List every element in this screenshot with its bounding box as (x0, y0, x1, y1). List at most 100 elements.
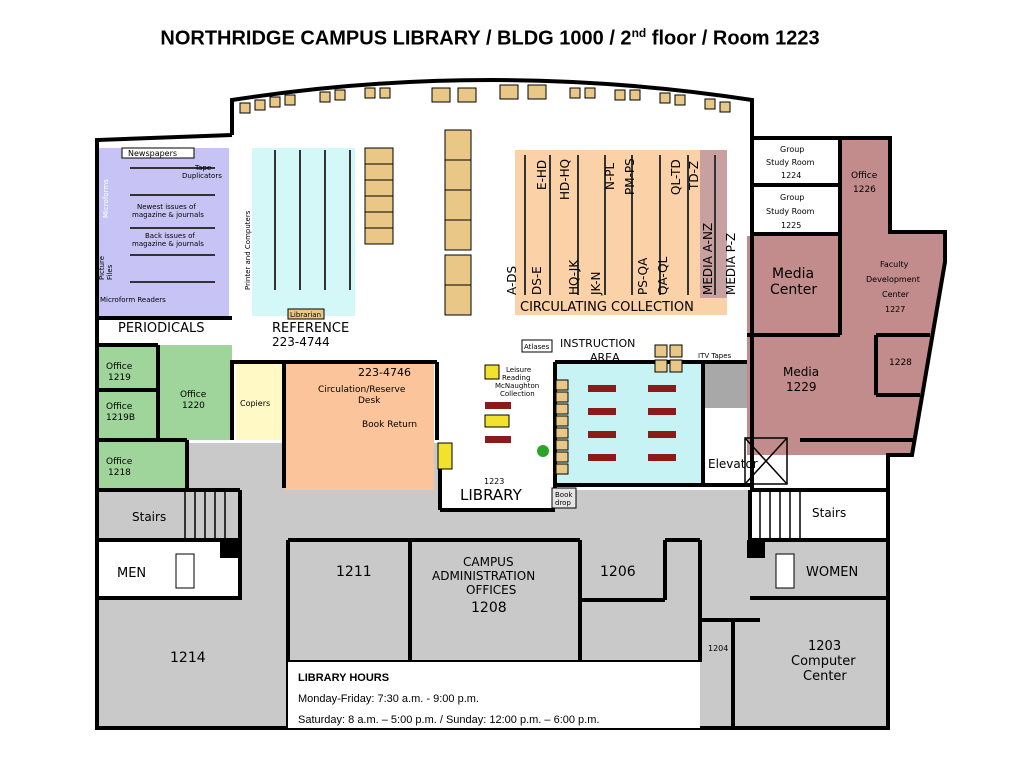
range-hd-hq: HD-HQ (558, 159, 572, 200)
office-1226-line1: Office (851, 171, 878, 181)
range-media-p-z: MEDIA P-Z (724, 233, 738, 295)
room-fills (97, 138, 945, 728)
microforms-label: Microforms (102, 179, 110, 218)
library-hours: LIBRARY HOURS Monday-Friday: 7:30 a.m. -… (298, 668, 698, 731)
accessible-left-icon (220, 540, 238, 558)
range-jk-n: JK-N (589, 272, 603, 296)
picture-files-label-2: Files (106, 264, 114, 280)
tape-duplicators-label-1: Tape (194, 164, 211, 172)
librarian-label: Librarian (290, 311, 321, 319)
campus-admin-line3: OFFICES (466, 583, 516, 597)
range-ql-td: QL-TD (669, 159, 683, 195)
range-td-z: TD-Z (687, 161, 701, 191)
room-1203-line2: Computer (791, 654, 856, 669)
group-1225-line1: Group (780, 193, 804, 202)
newspapers-label: Newspapers (128, 149, 177, 158)
copiers-label: Copiers (240, 399, 270, 408)
circulation-desk-line2: Desk (358, 396, 381, 406)
circulation-desk-line1: Circulation/Reserve (318, 385, 406, 395)
group-1224-line1: Group (780, 145, 804, 154)
tape-duplicators-label-2: Duplicators (182, 172, 222, 180)
back-issues-label-2: magazine & journals (132, 240, 204, 248)
stairs-hatch (184, 492, 801, 538)
faculty-line1: Faculty (880, 260, 909, 269)
accessible-right-icon (747, 540, 765, 558)
hours-weekend: Saturday: 8 a.m. – 5:00 p.m. / Sunday: 1… (298, 714, 600, 726)
range-qa-ql: QA-QL (656, 256, 670, 295)
media-center-line1: Media (772, 266, 814, 282)
microform-readers-label: Microform Readers (100, 296, 166, 304)
women-label: WOMEN (806, 565, 858, 580)
room-1203-line3: Center (803, 669, 847, 684)
office-1218-line1: Office (106, 457, 133, 467)
office-1219-line1: Office (106, 362, 133, 372)
labels: PERIODICALS Newspapers Tape Duplicators … (98, 145, 920, 684)
faculty-line2: Development (866, 275, 920, 284)
office-1218-line2: 1218 (108, 468, 131, 478)
office-1220-line1: Office (180, 390, 207, 400)
room-1206: 1206 (600, 564, 636, 580)
campus-admin-line4: 1208 (471, 600, 507, 616)
media-center-line2: Center (770, 282, 817, 298)
men-restroom-icon (175, 553, 195, 589)
range-hq-jk: HQ-JK (567, 259, 581, 295)
room-1214: 1214 (170, 650, 206, 666)
reference-phone: 223-4744 (272, 335, 330, 349)
stairs-right-label: Stairs (812, 506, 846, 520)
plant-icon (537, 445, 549, 457)
furniture (239, 84, 731, 475)
media-1229-line2: 1229 (786, 380, 817, 394)
range-media-a-nz: MEDIA A-NZ (701, 223, 715, 295)
group-1225-line2: Study Room (766, 207, 815, 216)
map-title: NORTHRIDGE CAMPUS LIBRARY / BLDG 1000 / … (160, 26, 820, 50)
library-room-number: 1223 (484, 477, 504, 486)
faculty-line3: Center (882, 290, 910, 299)
instruction-label-1: INSTRUCTION (560, 337, 635, 350)
hours-weekday: Monday-Friday: 7:30 a.m. - 9:00 p.m. (298, 693, 479, 705)
reference-label: REFERENCE (272, 321, 349, 336)
room-1228: 1228 (889, 358, 912, 368)
stairs-left-label: Stairs (132, 510, 166, 524)
campus-admin-line1: CAMPUS (463, 555, 514, 569)
elevator-shaft (744, 437, 788, 485)
hours-box (288, 662, 700, 728)
room-1203-line1: 1203 (808, 639, 841, 654)
picture-files-label-1: Picture (98, 256, 106, 280)
group-1225-line3: 1225 (781, 221, 801, 230)
campus-admin-line2: ADMINISTRATION (432, 569, 535, 583)
range-ps-qa: PS-QA (636, 257, 650, 295)
newest-issues-label-2: magazine & journals (132, 211, 204, 219)
media-1229-line1: Media (783, 365, 819, 379)
range-n-pl: N-PL (603, 162, 617, 190)
hours-heading: LIBRARY HOURS (298, 672, 390, 684)
leisure-line3: McNaughton (495, 382, 539, 390)
range-a-ds: A-DS (505, 266, 519, 295)
range-pm-ps: PM-PS (623, 158, 637, 195)
library-label: LIBRARY (460, 486, 523, 504)
elevator-label: Elevator (708, 457, 758, 471)
room-1204: 1204 (708, 644, 728, 653)
book-drop-line1: Book (555, 491, 573, 499)
group-1224-line2: Study Room (766, 158, 815, 167)
leisure-line4: Collection (500, 390, 535, 398)
leisure-line1: Leisure (506, 366, 531, 374)
printer-computers-label: Printer and Computers (244, 210, 252, 290)
office-1219b-line2: 1219B (106, 413, 135, 423)
circulating-collection-label: CIRCULATING COLLECTION (520, 300, 694, 315)
group-1224-line3: 1224 (781, 171, 801, 180)
leisure-line2: Reading (502, 374, 530, 382)
range-e-hd: E-HD (535, 160, 549, 190)
back-issues-label-1: Back issues of (145, 232, 195, 240)
office-1220-line2: 1220 (182, 401, 205, 411)
atlases-label: Atlases (524, 343, 550, 351)
faculty-line4: 1227 (885, 305, 905, 314)
office-1219-line2: 1219 (108, 373, 131, 383)
instruction-desks (485, 385, 676, 461)
leisure-chairs (437, 364, 510, 470)
instruction-label-2: AREA (590, 351, 620, 364)
women-restroom-icon (775, 553, 795, 589)
book-drop-line2: drop (555, 499, 571, 507)
range-ds-e: DS-E (530, 266, 544, 295)
circulation-phone: 223-4746 (358, 366, 411, 379)
